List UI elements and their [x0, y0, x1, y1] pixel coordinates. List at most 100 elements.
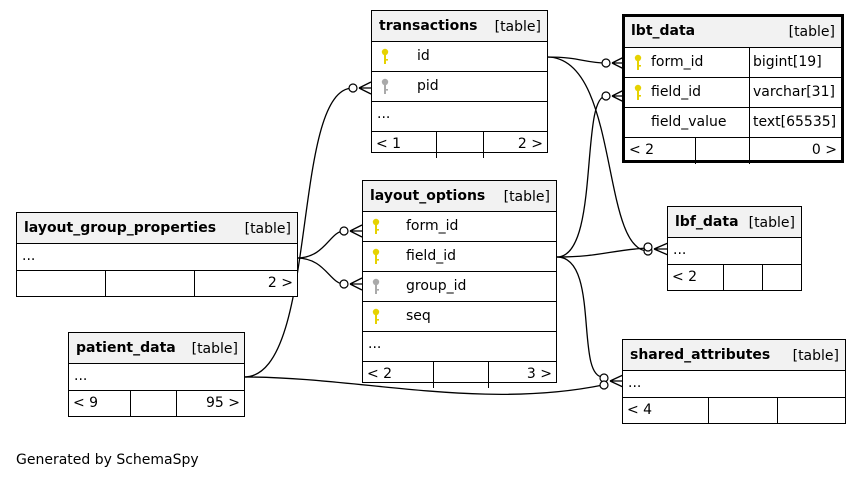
parent-count: < 2 — [629, 142, 655, 158]
more-columns: ... — [377, 106, 391, 122]
table-header: layout_group_properties [table] — [17, 213, 297, 244]
column-type: text[65535] — [753, 114, 837, 130]
table-nav: < 4 — [623, 398, 845, 424]
table-lbt-data[interactable]: lbt_data [table] form_id bigint[19] fiel… — [622, 14, 844, 164]
primary-key-icon — [634, 54, 642, 70]
column-row[interactable]: field_value text[65535] — [625, 108, 841, 138]
column-row[interactable]: pid — [372, 72, 547, 102]
child-count-cell[interactable] — [762, 265, 801, 291]
table-type: [table] — [788, 24, 835, 40]
table-header: patient_data [table] — [69, 333, 244, 364]
table-type: [table] — [244, 221, 291, 237]
nav-middle-cell — [105, 271, 195, 297]
edge-layout-options-lbf-data — [556, 247, 649, 258]
more-columns-row[interactable]: ... — [372, 102, 547, 132]
table-nav: < 2 — [668, 265, 801, 291]
edge-lgp-group-id — [296, 257, 345, 285]
parent-count-cell[interactable]: < 9 — [69, 391, 131, 417]
foreign-key-icon — [381, 78, 389, 94]
column-name: form_id — [651, 54, 704, 70]
column-name: id — [417, 48, 430, 64]
more-columns: ... — [628, 375, 642, 391]
table-name: patient_data — [76, 340, 176, 356]
column-name: form_id — [406, 218, 459, 234]
primary-key-icon — [372, 248, 380, 264]
more-columns: ... — [368, 336, 382, 352]
child-count: 2 > — [517, 136, 543, 152]
primary-key-icon — [634, 84, 642, 100]
column-row[interactable]: id — [372, 42, 547, 72]
table-header: shared_attributes [table] — [623, 340, 845, 371]
column-type: varchar[31] — [753, 84, 835, 100]
more-columns-row[interactable]: ... — [668, 238, 801, 265]
more-columns: ... — [74, 368, 88, 384]
more-columns-row[interactable]: ... — [623, 371, 845, 398]
more-columns-row[interactable]: ... — [363, 332, 556, 362]
child-count-cell[interactable]: 3 > — [488, 362, 556, 388]
table-type: [table] — [503, 189, 550, 205]
table-nav: < 2 3 > — [363, 362, 556, 388]
table-name: layout_options — [370, 188, 486, 204]
more-columns-row[interactable]: ... — [17, 244, 297, 271]
child-count: 2 > — [267, 275, 293, 291]
parent-count-cell[interactable]: < 2 — [625, 138, 696, 164]
nav-middle-cell — [723, 265, 763, 291]
column-row[interactable]: field_id — [363, 242, 556, 272]
nav-middle-cell — [433, 362, 489, 388]
column-row[interactable]: field_id varchar[31] — [625, 78, 841, 108]
parent-count-cell[interactable]: < 4 — [623, 398, 709, 424]
table-nav: 2 > — [17, 271, 297, 297]
edge-layout-options-shared-attributes — [556, 256, 604, 378]
edge-patient-data-transactions — [243, 87, 354, 378]
table-shared-attributes[interactable]: shared_attributes [table] ... < 4 — [622, 339, 846, 424]
child-count-cell[interactable]: 2 > — [483, 132, 547, 158]
generated-by-footer: Generated by SchemaSpy — [16, 452, 199, 468]
more-columns-row[interactable]: ... — [69, 364, 244, 391]
nav-middle-cell — [130, 391, 177, 417]
table-name: lbf_data — [675, 214, 739, 230]
table-layout-group-properties[interactable]: layout_group_properties [table] ... 2 > — [16, 212, 298, 297]
table-header: layout_options [table] — [363, 181, 556, 212]
nav-middle-cell — [708, 398, 778, 424]
nav-middle-cell — [695, 138, 750, 164]
child-count-cell[interactable]: 0 > — [749, 138, 841, 164]
table-type: [table] — [494, 19, 541, 35]
table-name: lbt_data — [631, 23, 696, 39]
child-count-cell[interactable]: 2 > — [194, 271, 297, 297]
child-count: 95 > — [206, 395, 240, 411]
table-header: lbf_data [table] — [668, 207, 801, 238]
table-lbf-data[interactable]: lbf_data [table] ... < 2 — [667, 206, 802, 291]
parent-count-cell[interactable]: < 1 — [372, 132, 437, 158]
parent-count-cell[interactable]: < 2 — [668, 265, 724, 291]
more-columns: ... — [22, 248, 36, 264]
edge-layout-options-lbt-data — [556, 95, 607, 258]
table-transactions[interactable]: transactions [table] id pid ... < 1 2 > — [371, 10, 548, 158]
column-name: group_id — [406, 278, 467, 294]
column-row[interactable]: form_id bigint[19] — [625, 48, 841, 78]
table-layout-options[interactable]: layout_options [table] form_id field_id … — [362, 180, 557, 388]
column-name: field_id — [406, 248, 456, 264]
table-name: transactions — [379, 18, 478, 34]
table-header: transactions [table] — [372, 11, 547, 42]
table-patient-data[interactable]: patient_data [table] ... < 9 95 > — [68, 332, 245, 417]
child-count-cell[interactable]: 95 > — [176, 391, 244, 417]
child-count: 0 > — [811, 142, 837, 158]
parent-count: < 4 — [627, 402, 653, 418]
column-type: bigint[19] — [753, 54, 822, 70]
table-name: shared_attributes — [630, 347, 771, 363]
table-nav: < 9 95 > — [69, 391, 244, 417]
parent-count-cell[interactable]: < 2 — [363, 362, 434, 388]
column-name: seq — [406, 308, 431, 324]
edge-patient-data-shared-attributes — [243, 376, 604, 395]
edge-lgp-form-id — [296, 230, 345, 259]
column-row[interactable]: form_id — [363, 212, 556, 242]
column-name: field_value — [651, 114, 727, 130]
more-columns: ... — [673, 242, 687, 258]
table-type: [table] — [748, 215, 795, 231]
column-row[interactable]: seq — [363, 302, 556, 332]
table-header: lbt_data [table] — [625, 17, 841, 48]
parent-count-cell[interactable] — [17, 271, 106, 297]
column-row[interactable]: group_id — [363, 272, 556, 302]
child-count-cell[interactable] — [777, 398, 845, 424]
